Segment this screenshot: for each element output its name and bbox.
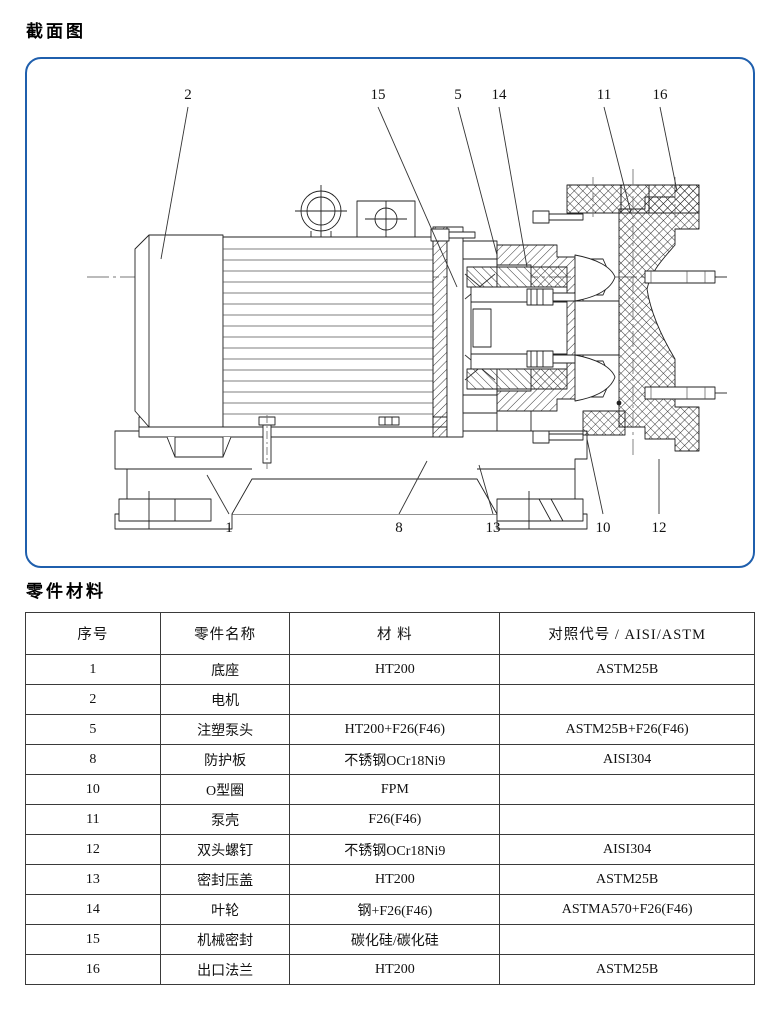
cell-material: 不锈钢OCr18Ni9	[289, 834, 501, 865]
cell-no: 12	[25, 834, 161, 865]
cell-part-name: 密封压盖	[159, 864, 291, 895]
stud-bolts	[532, 210, 727, 444]
cell-no: 13	[25, 864, 161, 895]
cell-part-name: O型圈	[159, 774, 291, 805]
cell-part-name: 双头螺钉	[159, 834, 291, 865]
cell-code: ASTMA570+F26(F46)	[499, 894, 755, 925]
cell-material: F26(F46)	[289, 804, 501, 835]
cell-code: ASTM25B	[499, 864, 755, 895]
cell-code: ASTM25B+F26(F46)	[499, 714, 755, 745]
motor-junction-box	[356, 200, 416, 238]
callout-label-5: 5	[454, 87, 462, 103]
cell-no: 10	[25, 774, 161, 805]
cell-material	[289, 684, 501, 715]
callout-label-15: 15	[371, 87, 386, 103]
cell-no: 2	[25, 684, 161, 715]
cross-section-diagram: 2 15 5 14 11 16 1 8 13 10 12	[87, 87, 727, 536]
cell-no: 5	[25, 714, 161, 745]
callout-label-14: 14	[492, 87, 508, 103]
cell-material: 不锈钢OCr18Ni9	[289, 744, 501, 775]
cell-no: 15	[25, 924, 161, 955]
cell-code	[499, 684, 755, 715]
pump-casing	[566, 169, 700, 459]
callout-label-8: 8	[395, 520, 403, 536]
cell-code	[499, 774, 755, 805]
cross-section-diagram-frame: 2 15 5 14 11 16 1 8 13 10 12	[25, 57, 755, 568]
table-header-row: 序号 零件名称 材 料 对照代号 / AISI/ASTM	[25, 612, 755, 655]
cell-code: AISI304	[499, 744, 755, 775]
column-header-code: 对照代号 / AISI/ASTM	[499, 612, 755, 655]
cell-material: 碳化硅/碳化硅	[289, 924, 501, 955]
cell-code	[499, 804, 755, 835]
cell-material: 钢+F26(F46)	[289, 894, 501, 925]
cell-material: FPM	[289, 774, 501, 805]
callout-leaders-bottom	[206, 438, 660, 515]
callout-label-2: 2	[184, 87, 192, 103]
cell-part-name: 防护板	[159, 744, 291, 775]
cell-no: 11	[25, 804, 161, 835]
pump-shaft	[466, 266, 568, 390]
motor-foot-bolts	[258, 415, 400, 469]
motor-body	[134, 185, 434, 469]
callout-label-13: 13	[486, 520, 501, 536]
callout-label-11: 11	[597, 87, 611, 103]
base-frame-assembly	[114, 430, 588, 530]
impeller	[574, 254, 620, 402]
callout-label-16: 16	[653, 87, 669, 103]
cell-material: HT200	[289, 954, 501, 985]
cell-part-name: 注塑泵头	[159, 714, 291, 745]
cell-no: 14	[25, 894, 161, 925]
cell-part-name: 叶轮	[159, 894, 291, 925]
cell-material: HT200	[289, 654, 501, 685]
cell-code: AISI304	[499, 834, 755, 865]
column-header-part: 零件名称	[159, 612, 291, 655]
cell-part-name: 底座	[159, 654, 291, 685]
cell-code: ASTM25B	[499, 954, 755, 985]
cell-material: HT200+F26(F46)	[289, 714, 501, 745]
callout-label-1: 1	[225, 520, 233, 536]
cell-no: 8	[25, 744, 161, 775]
cell-part-name: 出口法兰	[159, 954, 291, 985]
page-title-section-materials: 零件材料	[26, 582, 106, 601]
column-header-material: 材 料	[289, 612, 501, 655]
discharge-flange	[566, 177, 700, 219]
cell-part-name: 泵壳	[159, 804, 291, 835]
cell-no: 1	[25, 654, 161, 685]
callout-label-12: 12	[652, 520, 667, 536]
callout-leaders-top	[160, 106, 678, 288]
cell-code	[499, 924, 755, 955]
cell-code: ASTM25B	[499, 654, 755, 685]
cell-part-name: 机械密封	[159, 924, 291, 955]
cell-no: 16	[25, 954, 161, 985]
o-ring-and-gland	[496, 400, 626, 436]
callout-label-10: 10	[596, 520, 611, 536]
column-header-no: 序号	[25, 612, 161, 655]
cell-part-name: 电机	[159, 684, 291, 715]
motor-terminal-round	[295, 185, 347, 238]
cell-material: HT200	[289, 864, 501, 895]
page-title-section-drawing: 截面图	[26, 22, 86, 41]
